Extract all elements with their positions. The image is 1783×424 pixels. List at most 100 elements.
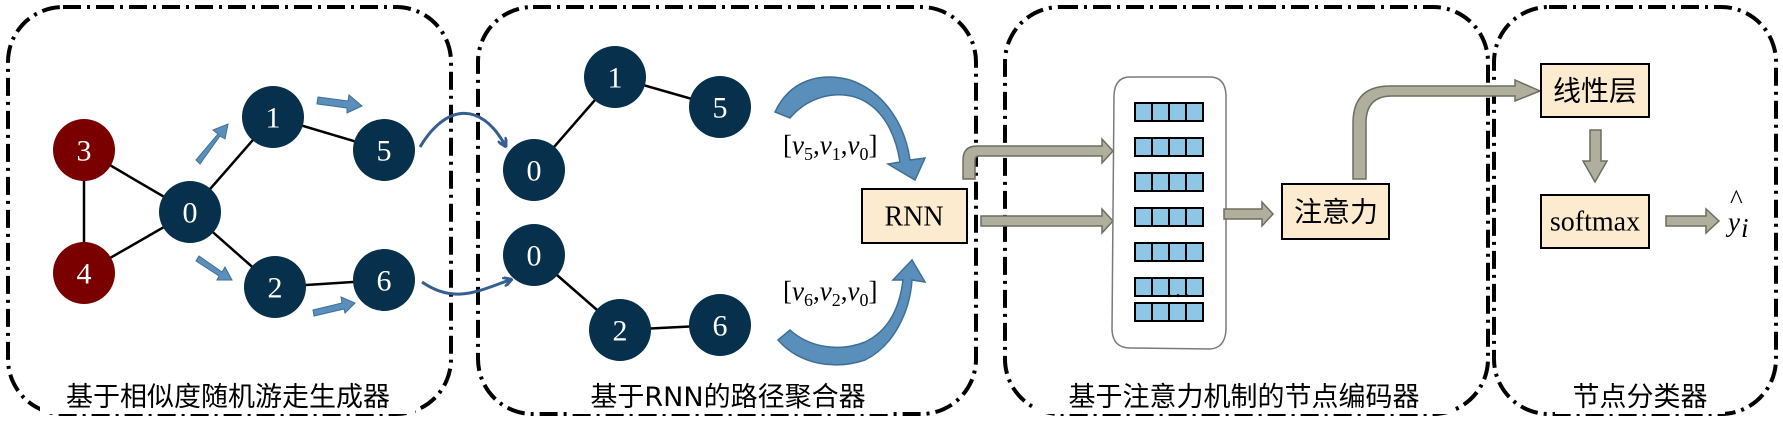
embedding-cell <box>1134 172 1153 192</box>
graph-node-6: 6 <box>353 249 415 311</box>
walk-arrows <box>195 94 363 317</box>
embedding-row <box>1134 102 1204 122</box>
graph-node-5-label: 5 <box>377 135 392 168</box>
path1-node-5: 5 <box>689 76 751 138</box>
connector-arrow-bottom <box>421 280 510 296</box>
path1-node-0-label: 0 <box>527 155 542 188</box>
path2-node-2: 2 <box>589 299 651 361</box>
embedding-row <box>1134 242 1204 262</box>
embedding-cell <box>1151 207 1170 227</box>
flow-arrow-linear-softmax <box>1581 129 1609 184</box>
embedding-cell <box>1134 137 1153 157</box>
graph-node-3-label: 3 <box>77 135 92 168</box>
embedding-cell <box>1134 302 1153 322</box>
embedding-cell <box>1185 102 1204 122</box>
embedding-row <box>1134 137 1204 157</box>
graph-node-1-label: 1 <box>266 102 281 135</box>
embedding-cell <box>1151 302 1170 322</box>
embedding-cell <box>1168 207 1187 227</box>
graph-node-2-label: 2 <box>268 272 283 305</box>
flow-arrow-rnn-top <box>962 137 1115 180</box>
walk-arrow-2-6 <box>312 296 356 317</box>
graph-node-3-circle <box>53 119 115 181</box>
connector-arrow-top <box>418 111 505 147</box>
path2-node-0-circle <box>503 224 565 286</box>
graph-node-4-circle <box>53 242 115 304</box>
embedding-cell <box>1185 277 1204 297</box>
path1-node-0-circle <box>503 139 565 201</box>
flow-arrow-attention-linear <box>1352 78 1542 180</box>
embedding-row <box>1134 302 1204 322</box>
embedding-cell <box>1134 242 1153 262</box>
softmax-box <box>1540 194 1650 249</box>
graph-node-6-label: 6 <box>377 265 392 298</box>
svg-text:y: y <box>1725 207 1740 237</box>
path-nodes: 0 1 5 0 2 6 <box>503 46 751 361</box>
path1-node-1-label: 1 <box>608 62 623 95</box>
path2-node-6-circle <box>689 294 751 356</box>
output-y-hat: y ^ i <box>1725 184 1749 243</box>
embedding-cell <box>1151 102 1170 122</box>
attention-box-label: 注意力 <box>1294 196 1378 229</box>
panel-walk-generator <box>6 5 453 416</box>
flow-arrow-stack-attention <box>1223 200 1275 228</box>
panel-title-walk: 基于相似度随机游走生成器 <box>66 382 390 413</box>
graph-node-5-circle <box>353 119 415 181</box>
graph-node-1: 1 <box>242 86 304 148</box>
graph-nodes: 3 4 0 1 5 2 6 <box>53 86 415 318</box>
embedding-cell <box>1168 242 1187 262</box>
panel-title-cls: 节点分类器 <box>1573 382 1708 413</box>
graph-node-2-circle <box>244 256 306 318</box>
path2-node-0: 0 <box>503 224 565 286</box>
embedding-cell <box>1185 137 1204 157</box>
embedding-cell <box>1185 207 1204 227</box>
graph-node-0-circle <box>159 181 221 243</box>
embedding-cell <box>1185 242 1204 262</box>
walk-arrow-0-2 <box>195 255 233 281</box>
embedding-cell <box>1168 102 1187 122</box>
sequence-label-bottom: [v6,v2,v0] <box>783 276 877 310</box>
graph-node-3: 3 <box>53 119 115 181</box>
aggregate-arrow-bottom <box>776 258 927 366</box>
path2-node-2-circle <box>589 299 651 361</box>
svg-text:i: i <box>1741 213 1749 243</box>
rnn-box <box>861 188 968 244</box>
linear-layer-label: 线性层 <box>1553 75 1637 108</box>
embedding-cell <box>1151 137 1170 157</box>
walk-arrow-0-1 <box>195 123 229 165</box>
embedding-cell <box>1168 137 1187 157</box>
embedding-row <box>1134 172 1204 192</box>
embedding-cell <box>1151 172 1170 192</box>
path1-node-1-circle <box>584 46 646 108</box>
aggregate-arrow-top <box>773 76 927 182</box>
softmax-box-label: softmax <box>1550 207 1640 238</box>
graph-node-2: 2 <box>244 256 306 318</box>
attention-box <box>1281 183 1390 240</box>
embedding-cell <box>1168 172 1187 192</box>
path2-node-6: 6 <box>689 294 751 356</box>
path1-node-5-circle <box>689 76 751 138</box>
path1-node-0: 0 <box>503 139 565 201</box>
path2-node-0-label: 0 <box>527 240 542 273</box>
path2-node-6-label: 6 <box>713 310 728 343</box>
embedding-ellipsis: … <box>1165 274 1191 303</box>
path1-node-1: 1 <box>584 46 646 108</box>
graph-node-0: 0 <box>159 181 221 243</box>
path2-node-2-label: 2 <box>613 315 628 348</box>
graph-node-4-label: 4 <box>77 258 92 291</box>
svg-text:^: ^ <box>1730 184 1743 214</box>
graph-node-0-label: 0 <box>183 197 198 230</box>
embedding-cell <box>1134 277 1153 297</box>
panel-title-rnn: 基于RNN的路径聚合器 <box>590 382 865 413</box>
embedding-row <box>1134 207 1204 227</box>
embedding-cell <box>1134 102 1153 122</box>
embedding-cell <box>1185 302 1204 322</box>
flow-arrow-rnn-bottom <box>980 207 1115 235</box>
graph-node-5: 5 <box>353 119 415 181</box>
graph-edges <box>82 115 385 289</box>
path1-node-5-label: 5 <box>713 92 728 125</box>
embedding-row <box>1134 277 1204 297</box>
walk-arrow-1-5 <box>316 94 363 114</box>
embedding-cell <box>1134 207 1153 227</box>
